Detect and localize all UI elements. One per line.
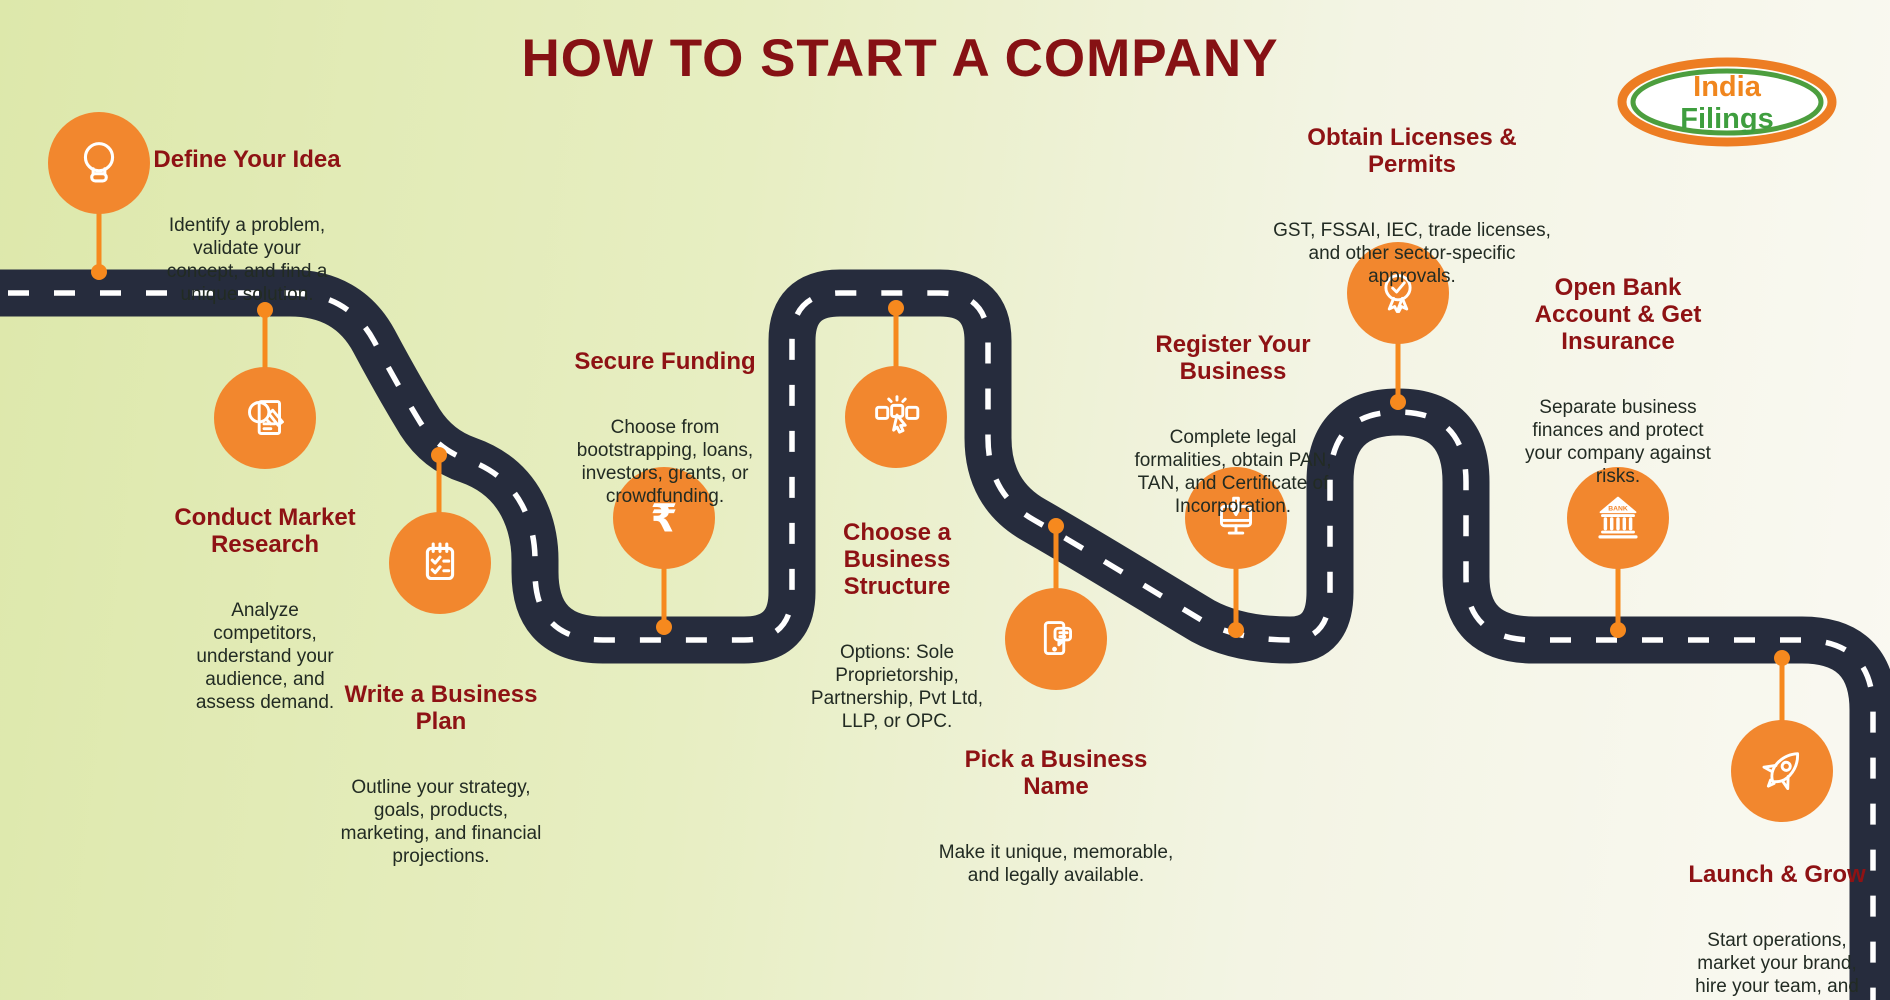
award-badge-icon xyxy=(1347,242,1449,344)
step-description: Identify a problem, validate your concep… xyxy=(166,215,328,306)
step-title: Pick a Business Name xyxy=(964,746,1148,801)
tablet-chat-icon xyxy=(1005,588,1107,690)
road-center-dashes xyxy=(0,290,1876,1000)
select-option-icon xyxy=(845,366,947,468)
step-title: Write a Business Plan xyxy=(344,681,538,736)
rupee-icon: ₹ xyxy=(613,467,715,569)
rocket-icon xyxy=(1731,720,1833,822)
step-description: Start operations, market your brand, hir… xyxy=(1695,930,1859,1000)
monitor-pencil-icon xyxy=(1185,467,1287,569)
logo-text-filings: Filings xyxy=(1680,103,1773,135)
step-title: Conduct Market Research xyxy=(174,504,356,559)
step-description: Separate business finances and protect y… xyxy=(1525,397,1711,488)
step-title: Choose a Business Structure xyxy=(842,519,952,601)
page-title: HOW TO START A COMPANY xyxy=(521,29,1279,88)
step-title: Define Your Idea xyxy=(153,146,341,173)
step-title: Launch & Grow xyxy=(1688,861,1866,888)
connector-dots xyxy=(91,264,1790,666)
market-research-icon xyxy=(214,367,316,469)
lightbulb-icon xyxy=(48,112,150,214)
logo-inner-ring xyxy=(1630,68,1824,136)
step-title: Obtain Licenses & Permits xyxy=(1307,124,1517,179)
step-description: Complete legal formalities, obtain PAN, … xyxy=(1134,427,1332,518)
step-description: Outline your strategy, goals, products, … xyxy=(340,777,542,868)
step-description: Analyze competitors, understand your aud… xyxy=(195,600,335,714)
checklist-icon xyxy=(389,512,491,614)
step-title: Register Your Business xyxy=(1155,331,1311,386)
bank-label: BANK xyxy=(1608,505,1628,512)
step-description: Make it unique, memorable, and legally a… xyxy=(938,842,1174,887)
rupee-glyph: ₹ xyxy=(651,497,678,542)
logo-text-india: India xyxy=(1693,71,1762,103)
step-title: Open Bank Account & Get Insurance xyxy=(1534,274,1702,356)
step-description: GST, FSSAI, IEC, trade licenses, and oth… xyxy=(1273,220,1551,288)
step-description: Choose from bootstrapping, loans, invest… xyxy=(576,417,754,508)
step-description: Options: Sole Proprietorship, Partnershi… xyxy=(810,642,984,733)
bank-icon: BANK xyxy=(1567,467,1669,569)
step-title: Secure Funding xyxy=(574,348,756,375)
indiafilings-logo: India Filings xyxy=(1612,52,1842,157)
